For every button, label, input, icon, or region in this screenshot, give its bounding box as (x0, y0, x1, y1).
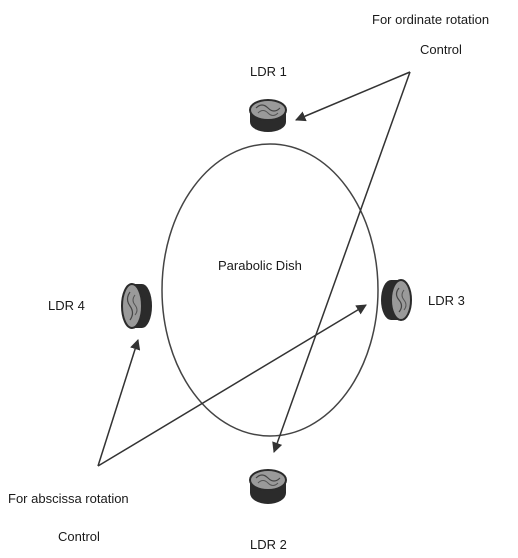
ldr4-label: LDR 4 (48, 298, 85, 313)
ordinate-control-label: Control (420, 42, 462, 57)
ldr4-sensor (121, 283, 152, 329)
abscissa-control-label: Control (58, 529, 100, 544)
abscissa-arrow-to-ldr4 (97, 338, 141, 467)
ordinate-rotation-label: For ordinate rotation (372, 12, 489, 27)
ldr1-label: LDR 1 (250, 64, 287, 79)
ldr1-sensor (249, 99, 287, 132)
parabolic-dish-circle (161, 143, 379, 437)
ldr2-label: LDR 2 (250, 537, 287, 552)
ordinate-arrow-to-ldr1 (295, 71, 411, 122)
parabolic-dish-label: Parabolic Dish (218, 258, 302, 273)
ordinate-arrow-to-ldr2 (272, 71, 411, 453)
ldr2-sensor (249, 469, 287, 504)
abscissa-arrow-to-ldr3 (97, 304, 367, 467)
abscissa-rotation-label: For abscissa rotation (8, 491, 129, 506)
ldr3-sensor (381, 279, 412, 321)
ldr3-label: LDR 3 (428, 293, 465, 308)
